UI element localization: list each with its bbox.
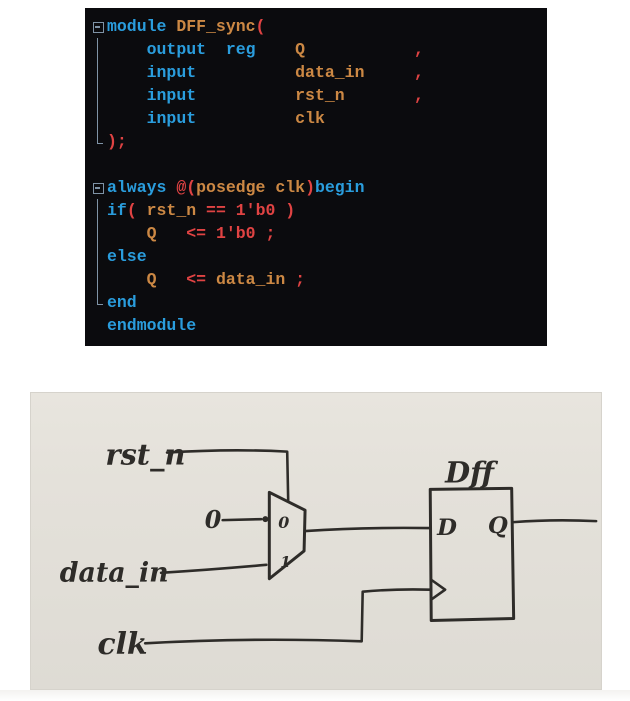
code-line: if( rst_n == 1'b0 ) — [91, 199, 543, 222]
code-line: endmodule — [91, 314, 543, 337]
code-text: else — [107, 247, 147, 266]
code-line: end — [91, 291, 543, 314]
zero-wire — [221, 517, 263, 522]
fold-gutter — [91, 314, 107, 337]
mux-input1-label: 1 — [280, 553, 290, 571]
code-line: Q <= 1'b0 ; — [91, 222, 543, 245]
fold-gutter — [91, 61, 107, 84]
dff-box — [428, 486, 516, 622]
code-text: input rst_n , — [146, 86, 424, 105]
code-line: input clk — [91, 107, 543, 130]
d-pin-label: D — [436, 515, 457, 541]
code-text: end — [107, 293, 137, 312]
fold-gutter — [91, 107, 107, 130]
code-line: always @(posedge clk)begin — [91, 176, 543, 199]
code-lines: module DFF_sync( output reg Q , input da… — [91, 15, 543, 337]
hand-drawn-diagram: rst_n 0 data_in clk Dff D Q 0 1 — [30, 392, 602, 690]
rst-n-wire — [165, 449, 290, 502]
code-text: Q <= 1'b0 ; — [146, 224, 276, 243]
code-line: else — [91, 245, 543, 268]
q-output-wire — [512, 519, 598, 524]
data-in-wire — [159, 563, 268, 575]
code-text: input clk — [146, 109, 325, 128]
q-pin-label: Q — [488, 513, 508, 539]
code-text: if( rst_n == 1'b0 ) — [107, 201, 296, 220]
clock-triangle-icon — [429, 578, 447, 601]
code-line: ); — [91, 130, 543, 153]
fold-gutter — [91, 291, 107, 314]
code-editor: module DFF_sync( output reg Q , input da… — [85, 8, 547, 346]
code-text: module DFF_sync( — [107, 17, 266, 36]
code-line: module DFF_sync( — [91, 15, 543, 38]
fold-gutter — [91, 153, 107, 176]
data-in-label: data_in — [60, 558, 169, 589]
zero-const-label: 0 — [205, 506, 222, 534]
fold-marker-icon[interactable] — [91, 15, 107, 38]
fold-gutter — [91, 38, 107, 61]
fold-gutter — [91, 268, 107, 291]
code-line: Q <= data_in ; — [91, 268, 543, 291]
dff-title-label: Dff — [444, 455, 498, 489]
fold-marker-icon[interactable] — [91, 176, 107, 199]
code-text: always @(posedge clk)begin — [107, 178, 365, 197]
photo-bottom-edge — [0, 690, 630, 701]
code-text: Q <= data_in ; — [146, 270, 306, 289]
mux-input0-label: 0 — [278, 513, 289, 532]
clk-wire — [143, 588, 432, 645]
code-text: output reg Q , — [146, 40, 424, 59]
code-line: output reg Q , — [91, 38, 543, 61]
fold-gutter — [91, 245, 107, 268]
fold-gutter — [91, 84, 107, 107]
mux-shape — [267, 490, 307, 581]
code-text: input data_in , — [146, 63, 424, 82]
fold-gutter — [91, 222, 107, 245]
mux-output-wire — [303, 526, 431, 533]
code-line: input data_in , — [91, 61, 543, 84]
code-text: endmodule — [107, 316, 197, 335]
zero-wire-dot — [262, 516, 269, 523]
fold-gutter — [91, 130, 107, 153]
code-line — [91, 153, 543, 176]
code-text: ); — [107, 132, 127, 151]
fold-gutter — [91, 199, 107, 222]
rst-n-label: rst_n — [105, 438, 185, 472]
code-line: input rst_n , — [91, 84, 543, 107]
clk-label: clk — [97, 627, 147, 662]
